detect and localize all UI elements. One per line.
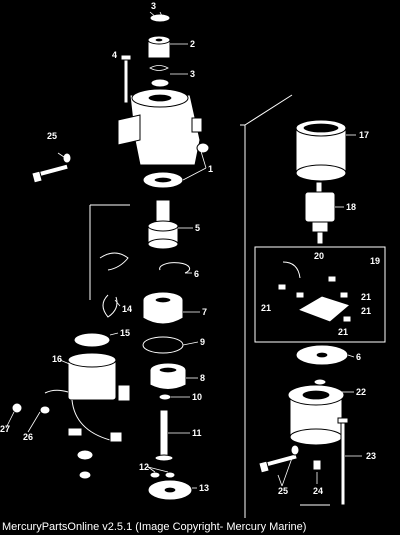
washers-12 — [149, 471, 176, 479]
callout-label: 8 — [200, 373, 205, 383]
housing-seal — [142, 171, 184, 189]
bolt-4 — [120, 54, 132, 104]
end-cap-plate — [295, 344, 349, 386]
drive-housing — [117, 88, 210, 166]
drive-shaft — [147, 199, 179, 250]
callout-label: 1 — [208, 164, 213, 174]
clutch-assembly — [142, 291, 184, 325]
armature — [304, 181, 336, 245]
image-caption: MercuryPartsOnline v2.5.1 (Image Copyrig… — [2, 521, 307, 533]
callout-label: 15 — [120, 328, 130, 338]
brush-plate-kit — [254, 246, 386, 343]
callout-label: 19 — [370, 256, 380, 266]
assembly-guide-lines — [89, 94, 330, 518]
snap-ring — [159, 262, 191, 274]
end-plate — [147, 479, 193, 501]
callout-label: 12 — [139, 462, 149, 472]
callout-label: 16 — [52, 354, 62, 364]
callout-label: 22 — [356, 387, 366, 397]
callout-label: 17 — [359, 130, 369, 140]
callout-label: 20 — [314, 251, 324, 261]
callout-label: 24 — [313, 486, 323, 496]
callout-label: 25 — [47, 131, 57, 141]
washer-10 — [158, 393, 172, 401]
callout-label: 10 — [192, 392, 202, 402]
callout-label: 26 — [23, 432, 33, 442]
callout-label: 13 — [199, 483, 209, 493]
callout-label: 6 — [194, 269, 199, 279]
spring-clips — [99, 252, 129, 318]
field-frame — [295, 119, 347, 182]
callout-label: 5 — [195, 223, 200, 233]
callout-labels: 1 2 3 3 4 5 6 6 7 8 9 10 11 12 13 14 15 … — [0, 1, 380, 496]
callout-label: 21 — [261, 303, 271, 313]
terminal-nut — [11, 402, 23, 414]
thrust-ring — [142, 336, 184, 354]
callout-label: 21 — [361, 292, 371, 302]
callout-label: 7 — [202, 307, 207, 317]
callout-label: 6 — [356, 352, 361, 362]
callout-label: 21 — [338, 327, 348, 337]
callout-label: 25 — [278, 486, 288, 496]
end-housing — [287, 384, 345, 446]
armature-shaft — [154, 409, 174, 462]
bolt-25-lower — [258, 444, 300, 474]
callout-label: 3 — [151, 1, 156, 11]
callout-label: 4 — [112, 50, 117, 60]
callout-label: 21 — [361, 306, 371, 316]
terminal-washer — [39, 405, 51, 415]
through-bolt — [337, 417, 349, 506]
pinion-gear — [147, 13, 171, 88]
bolt-25-upper — [31, 152, 72, 184]
callout-label: 18 — [346, 202, 356, 212]
exploded-parts-diagram: 1 2 3 3 4 5 6 6 7 8 9 10 11 12 13 14 15 … — [0, 1, 386, 518]
callout-label: 3 — [190, 69, 195, 79]
planet-gear-cage — [149, 362, 187, 390]
callout-label: 14 — [122, 304, 132, 314]
leader-lines — [5, 11, 362, 489]
callout-label: 2 — [190, 39, 195, 49]
callout-label: 9 — [200, 337, 205, 347]
nut-24 — [312, 459, 322, 471]
wire-leads — [44, 389, 123, 480]
callout-label: 27 — [0, 424, 10, 434]
callout-label: 11 — [192, 428, 202, 438]
solenoid — [67, 332, 131, 402]
callout-label: 23 — [366, 451, 376, 461]
